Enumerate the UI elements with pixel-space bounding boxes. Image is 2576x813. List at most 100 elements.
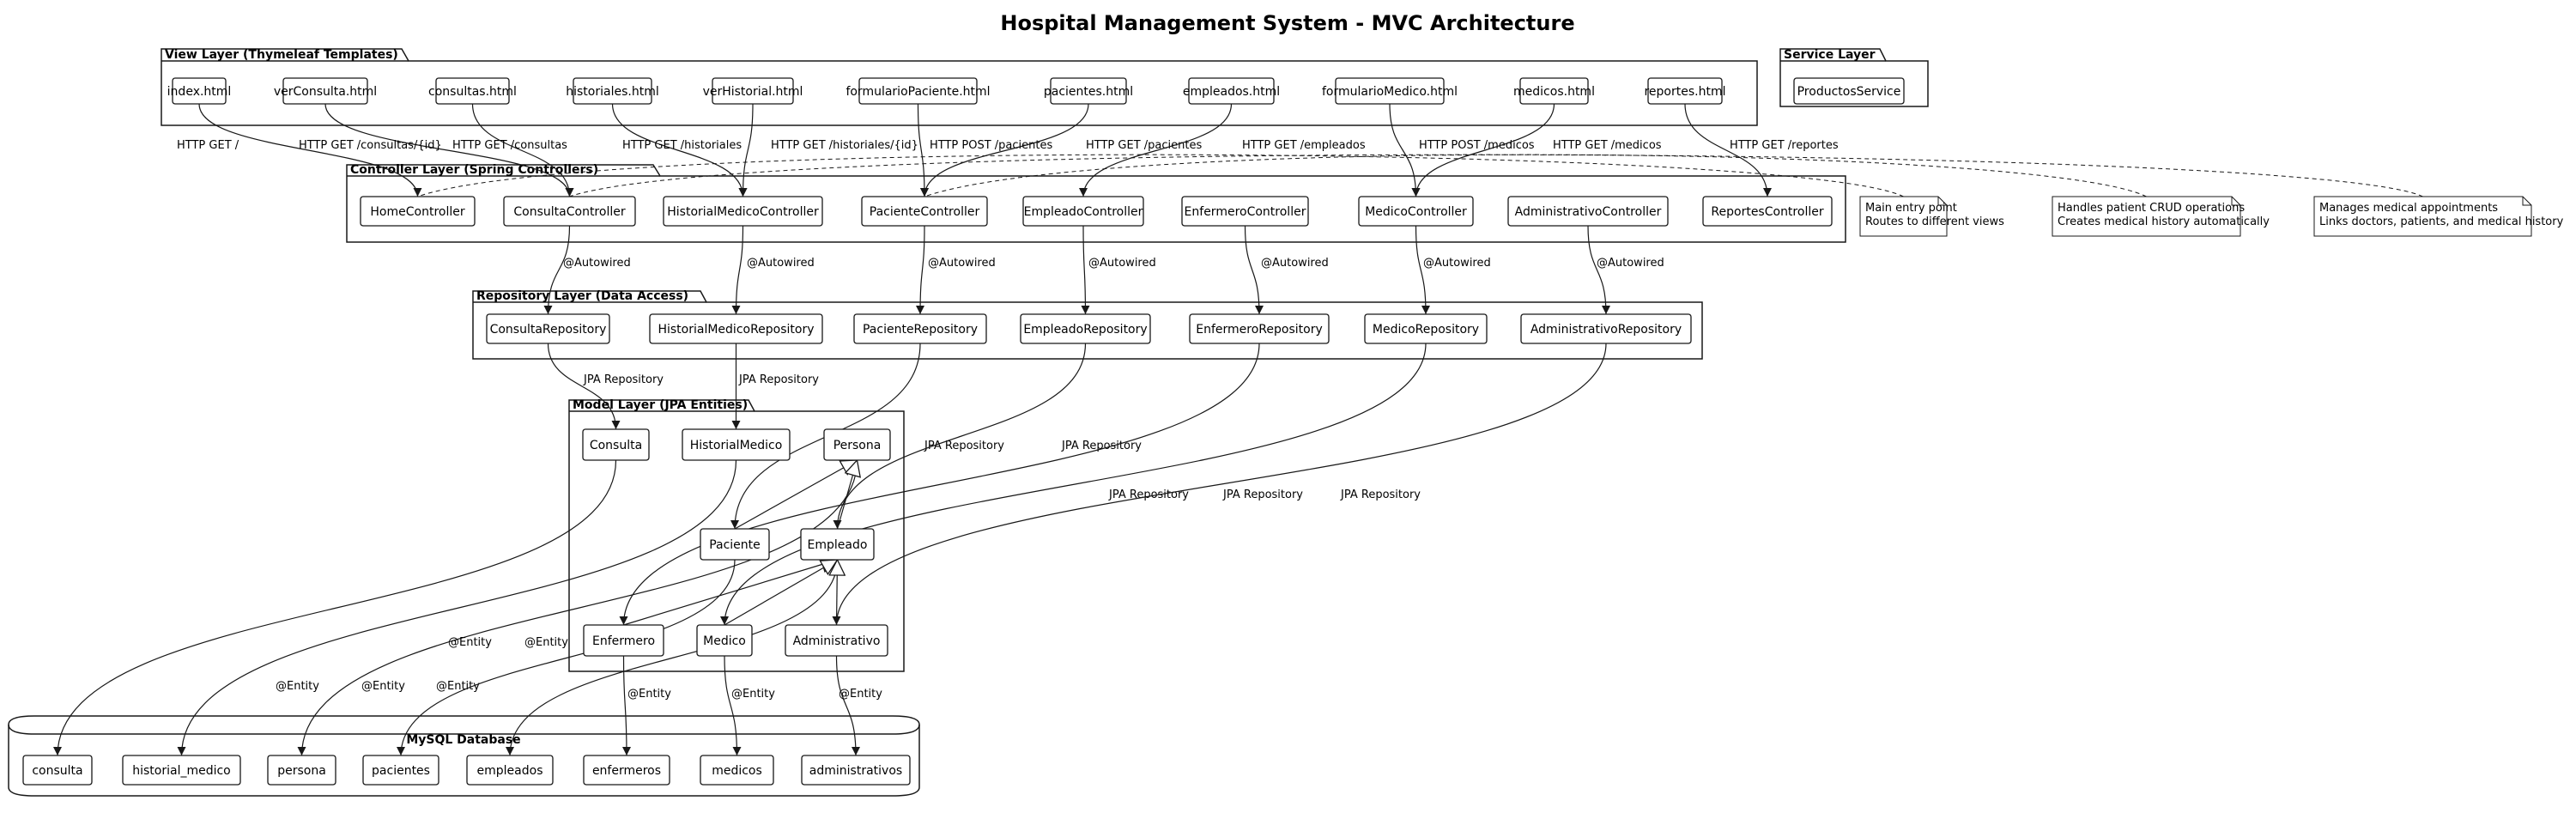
edge-label: JPA Repository bbox=[1222, 488, 1303, 501]
node-reportescontroller: ReportesController bbox=[1702, 196, 1833, 227]
edge-label: HTTP GET /historiales/{id} bbox=[771, 139, 918, 152]
note-text-line: Handles patient CRUD operations bbox=[2058, 202, 2245, 215]
node-box bbox=[700, 755, 774, 786]
edge-label: @Entity bbox=[276, 680, 319, 693]
edge-label: HTTP GET /medicos bbox=[1553, 139, 1662, 152]
edge-label: @Autowired bbox=[928, 257, 996, 270]
edge-label: HTTP GET /pacientes bbox=[1086, 139, 1202, 152]
node-label: ConsultaRepository bbox=[490, 323, 607, 337]
node-box bbox=[1793, 77, 1905, 105]
node-verconsulta-html: verConsulta.html bbox=[274, 77, 377, 105]
node-box bbox=[503, 196, 636, 227]
node-label: consulta bbox=[32, 764, 82, 778]
edge-label: HTTP POST /medicos bbox=[1419, 139, 1535, 152]
node-homecontroller: HomeController bbox=[360, 196, 476, 227]
node-box bbox=[122, 755, 241, 786]
note-text-line: Manages medical appointments bbox=[2319, 202, 2498, 215]
node-box bbox=[1020, 313, 1151, 344]
edge-label: @Entity bbox=[731, 688, 775, 701]
node-label: empleados bbox=[477, 764, 543, 778]
node-empleado: Empleado bbox=[800, 528, 875, 561]
edge-line bbox=[731, 225, 744, 315]
edge-line bbox=[177, 459, 737, 756]
edge-line bbox=[324, 103, 574, 197]
inheritance-enfermero-extends-empleado bbox=[623, 560, 838, 626]
edge-label: @Autowired bbox=[1088, 257, 1156, 270]
node-administrativorepository: AdministrativoRepository bbox=[1520, 313, 1692, 344]
node-box bbox=[1189, 313, 1330, 344]
node-box bbox=[696, 624, 753, 657]
service-layer-label: Service Layer bbox=[1784, 48, 1876, 62]
node-box bbox=[486, 313, 610, 344]
node-label: Paciente bbox=[709, 538, 761, 552]
node-medico: Medico bbox=[696, 624, 753, 657]
note-text-line: Creates medical history automatically bbox=[2058, 215, 2270, 228]
node-label: Enfermero bbox=[592, 634, 655, 648]
edge-administrativo-to-administrativos: @Entity bbox=[835, 655, 882, 756]
edge-historialmedicorepository-to-historialmedico: JPA Repository bbox=[731, 343, 819, 429]
node-label: Persona bbox=[833, 439, 882, 452]
node-label: Medico bbox=[703, 634, 746, 648]
edge-line bbox=[543, 225, 571, 315]
node-label: PacienteController bbox=[870, 205, 980, 219]
node-label: medicos.html bbox=[1513, 85, 1595, 99]
edge-line bbox=[1684, 103, 1772, 197]
node-box bbox=[582, 428, 650, 461]
edge-line bbox=[53, 459, 617, 756]
node-pacientes: pacientes bbox=[362, 755, 439, 786]
node-formulariopaciente-html: formularioPaciente.html bbox=[846, 77, 991, 105]
node-formulariomedico-html: formularioMedico.html bbox=[1322, 77, 1458, 105]
node-box bbox=[700, 528, 770, 561]
node-reportes-html: reportes.html bbox=[1644, 77, 1726, 105]
edge-line bbox=[916, 225, 925, 315]
diagram-title: Hospital Management System - MVC Archite… bbox=[1000, 11, 1574, 35]
node-label: pacientes bbox=[372, 764, 430, 778]
node-label: AdministrativoController bbox=[1515, 205, 1662, 219]
edge-verhistorial-html-to-historialmedicocontroller: HTTP GET /historiales/{id} bbox=[738, 103, 918, 197]
node-label: HistorialMedicoController bbox=[667, 205, 819, 219]
node-pacienterepository: PacienteRepository bbox=[853, 313, 987, 344]
node-persona: persona bbox=[267, 755, 336, 786]
node-productosservice: ProductosService bbox=[1793, 77, 1905, 105]
edge-label: @Autowired bbox=[563, 257, 631, 270]
edge-pacientes-html-to-pacientecontroller: HTTP GET /pacientes bbox=[920, 103, 1202, 197]
edge-label: JPA Repository bbox=[924, 440, 1004, 452]
edge-historialmedicocontroller-to-historialmedicorepository: @Autowired bbox=[731, 225, 815, 315]
node-verhistorial-html: verHistorial.html bbox=[703, 77, 803, 105]
node-box bbox=[858, 77, 978, 105]
node-box bbox=[172, 77, 227, 105]
edge-line bbox=[920, 103, 1089, 197]
edge-label: @Entity bbox=[361, 680, 405, 693]
edge-label: @Autowired bbox=[1261, 257, 1329, 270]
node-box bbox=[466, 755, 554, 786]
edge-label: HTTP POST /pacientes bbox=[930, 139, 1052, 152]
edge-empleadocontroller-to-empleadorepository: @Autowired bbox=[1081, 225, 1156, 315]
inheritance-line bbox=[836, 460, 858, 530]
edge-historialmedico-to-historial-medico: @Entity bbox=[177, 459, 737, 756]
node-label: Consulta bbox=[590, 439, 642, 452]
edge-line bbox=[1411, 103, 1555, 197]
edge-label: @Autowired bbox=[1597, 257, 1664, 270]
note-box bbox=[1859, 196, 1948, 237]
node-medicos: medicos bbox=[700, 755, 774, 786]
node-medicorepository: MedicoRepository bbox=[1364, 313, 1488, 344]
inheritance-line bbox=[724, 560, 838, 626]
edge-label: @Autowired bbox=[1423, 257, 1491, 270]
node-label: administrativos bbox=[809, 764, 902, 778]
note-connector bbox=[924, 154, 2147, 197]
edge-administrativorepository-to-administrativo: JPA Repository bbox=[832, 343, 1607, 626]
node-box bbox=[573, 77, 652, 105]
inheritance-administrativo-extends-empleado bbox=[837, 560, 838, 626]
node-box bbox=[1358, 196, 1474, 227]
edge-line bbox=[619, 343, 1260, 626]
node-medicos-html: medicos.html bbox=[1513, 77, 1595, 105]
node-box bbox=[1520, 313, 1692, 344]
node-box bbox=[853, 313, 987, 344]
node-box bbox=[801, 755, 911, 786]
node-label: medicos bbox=[712, 764, 762, 778]
note-text-line: Main entry point bbox=[1865, 202, 1957, 215]
node-label: HistorialMedico bbox=[690, 439, 783, 452]
node-box bbox=[1507, 196, 1669, 227]
